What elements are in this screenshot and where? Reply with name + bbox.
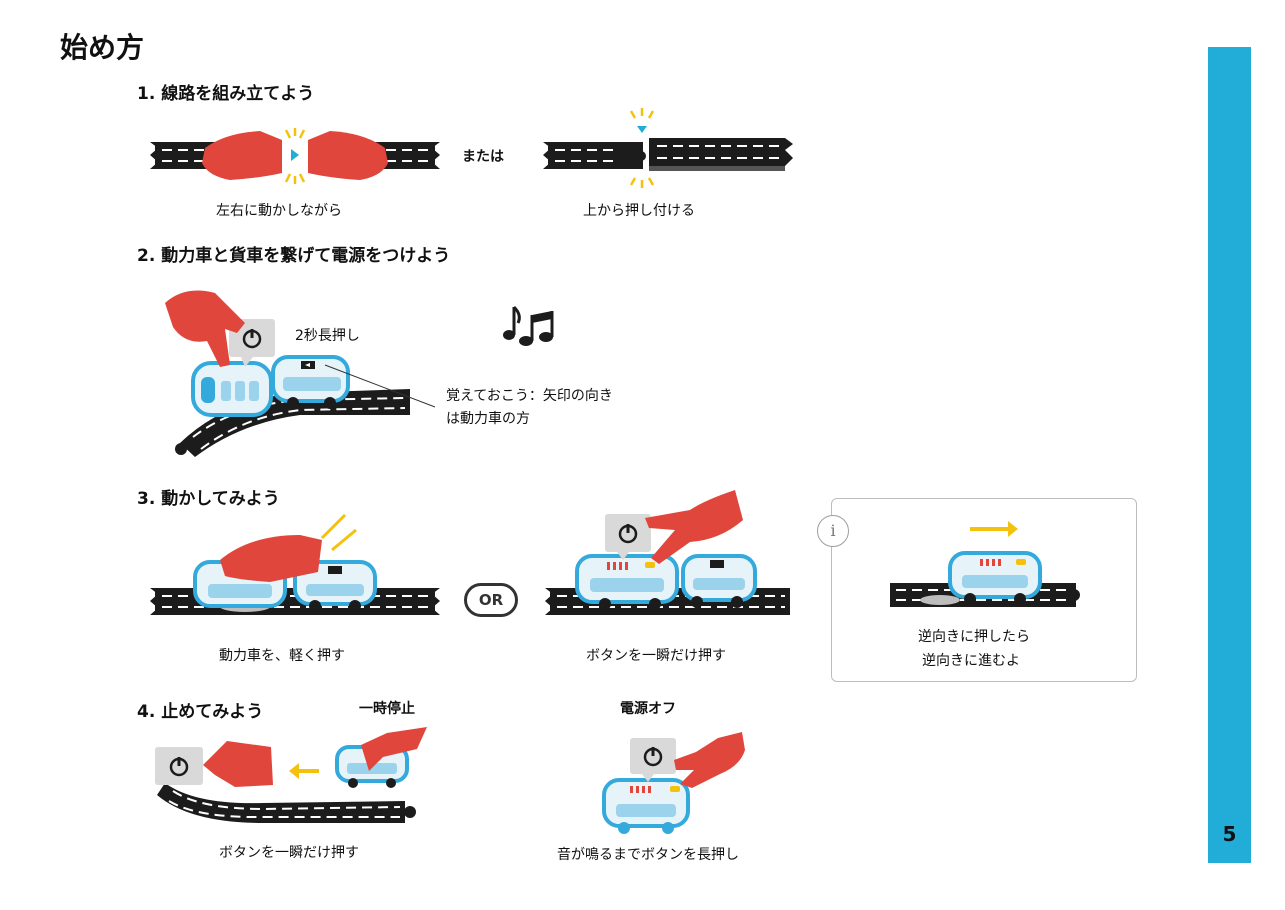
- step2-note-line2: は動力車の方: [446, 411, 530, 427]
- reverse-direction-illustration: [890, 521, 1080, 607]
- step4-heading: 4. 止めてみよう: [137, 702, 264, 722]
- info-line2: 逆向きに進むよ: [922, 653, 1020, 669]
- step4-caption-left: ボタンを一瞬だけ押す: [219, 845, 359, 861]
- step4-pause-label: 一時停止: [359, 701, 415, 717]
- step3-or-badge: OR: [464, 583, 518, 617]
- page-number: 5: [1222, 822, 1237, 846]
- power-off-illustration: [602, 732, 745, 834]
- track-connect-side-illustration: [150, 128, 440, 184]
- info-icon: i: [817, 515, 849, 547]
- info-line1: 逆向きに押したら: [918, 629, 1030, 645]
- power-on-illustration: [165, 290, 436, 457]
- step3-caption-right: ボタンを一瞬だけ押す: [586, 648, 726, 664]
- step3-caption-left: 動力車を、軽く押す: [219, 648, 345, 664]
- pause-illustration: [155, 727, 427, 823]
- track-press-down-illustration: [543, 108, 793, 188]
- step2-hold-label: 2秒長押し: [295, 328, 360, 344]
- press-button-illustration: [545, 490, 790, 615]
- step1-or-label: または: [462, 149, 504, 165]
- step1-caption-right: 上から押し付ける: [583, 203, 695, 219]
- step2-note-line1: 覚えておこう：矢印の向き: [446, 388, 613, 404]
- page-title: 始め方: [60, 31, 145, 64]
- step1-caption-left: 左右に動かしながら: [216, 203, 342, 219]
- step2-heading: 2. 動力車と貨車を繋げて電源をつけよう: [137, 246, 451, 266]
- page-sidebar-bar: [1208, 47, 1251, 863]
- step4-power-off-label: 電源オフ: [620, 701, 676, 717]
- step1-heading: 1. 線路を組み立てよう: [137, 84, 315, 104]
- music-note-icon: [503, 305, 554, 346]
- step3-heading: 3. 動かしてみよう: [137, 489, 280, 509]
- step4-caption-right: 音が鳴るまでボタンを長押し: [557, 847, 739, 863]
- push-train-illustration: [150, 513, 440, 615]
